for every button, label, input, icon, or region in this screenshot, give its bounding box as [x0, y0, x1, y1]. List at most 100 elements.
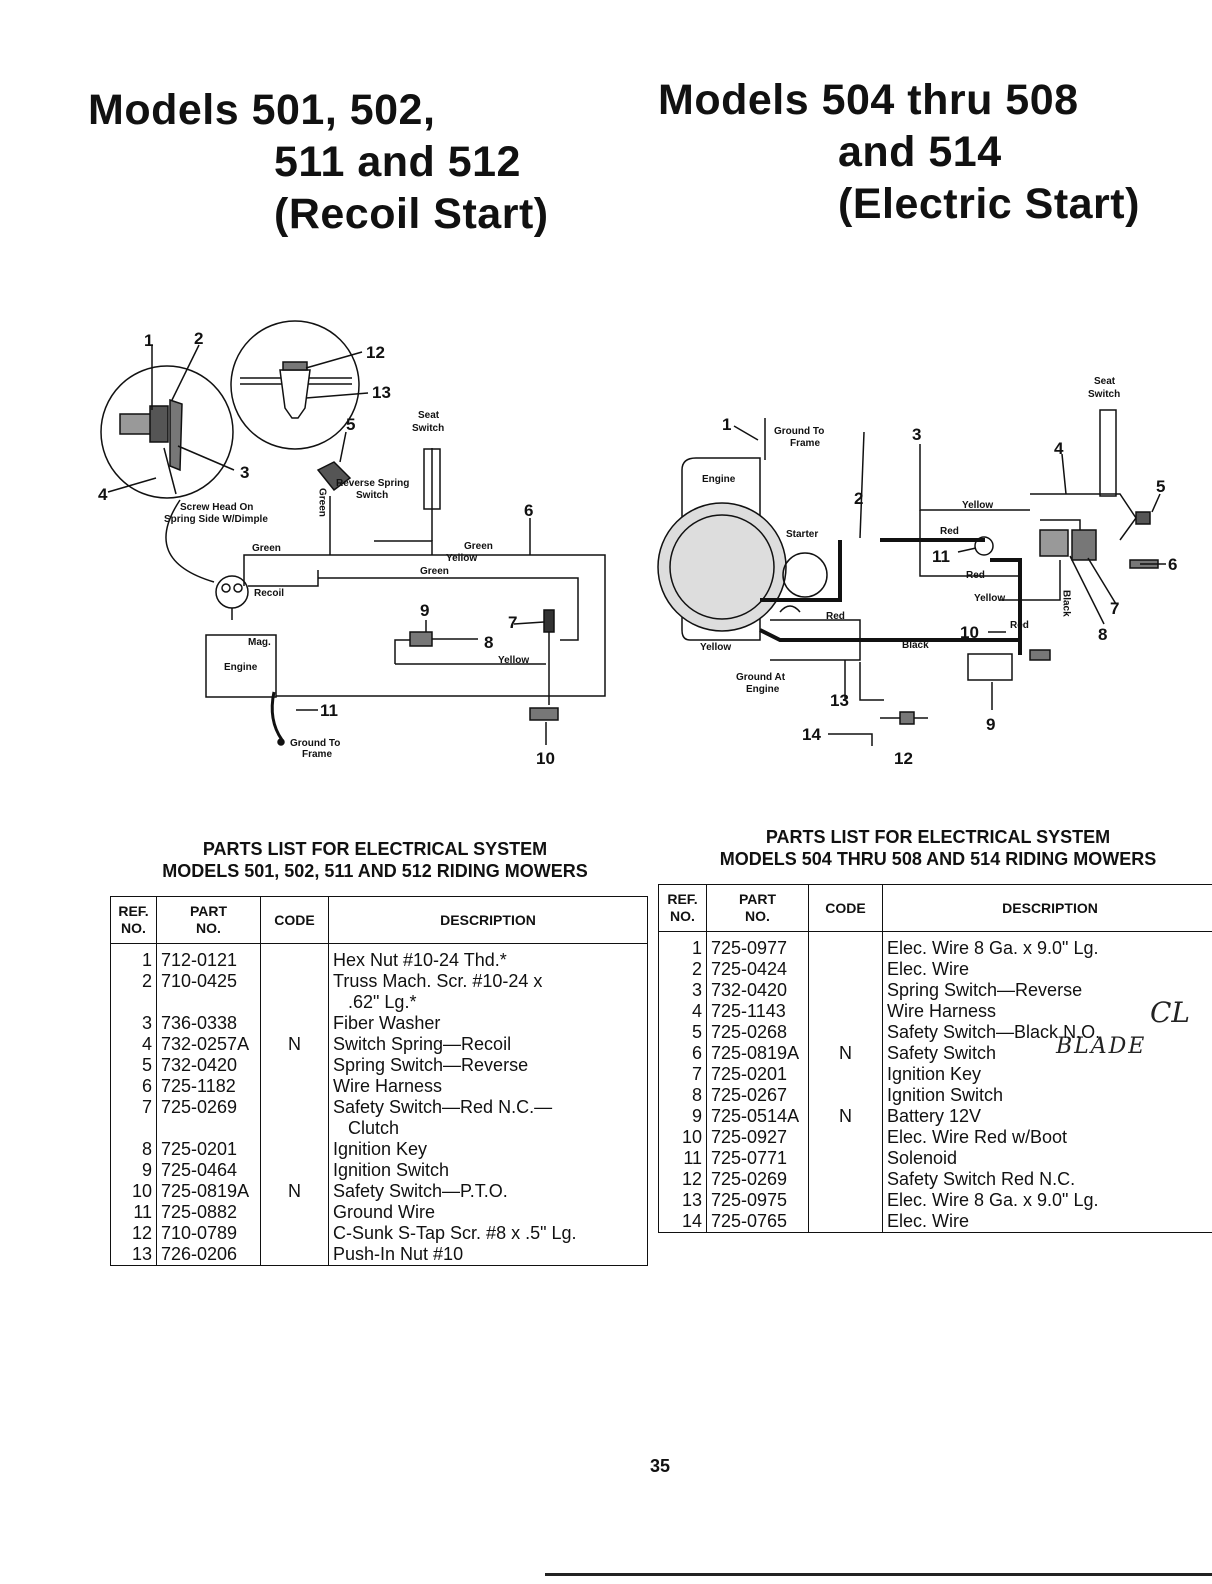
pto-switch-icon — [529, 707, 559, 721]
callout-3: 3 — [240, 463, 249, 482]
code-cell — [808, 1127, 883, 1148]
reverse-spring-label-1: Reverse Spring — [336, 478, 409, 489]
code-cell — [260, 1139, 329, 1160]
table-row: .62" Lg.* — [110, 992, 648, 1013]
callout-5: 5 — [346, 415, 355, 434]
code-cell: N — [260, 1034, 329, 1055]
callout-11: 11 — [320, 701, 338, 720]
wire-green-label-a: Green — [252, 543, 281, 554]
callout-right-7: 7 — [1110, 599, 1119, 618]
part-no-cell: 725-0267 — [706, 1085, 809, 1106]
description-cell: Ignition Key — [328, 1139, 648, 1160]
reverse-spring-label-2: Switch — [356, 490, 388, 501]
part-no-cell: 725-0514A — [706, 1106, 809, 1127]
description-cell: Wire Harness — [328, 1076, 648, 1097]
recoil-label: Recoil — [254, 588, 284, 599]
code-cell — [260, 1202, 329, 1223]
part-no-cell: 725-0201 — [706, 1064, 809, 1085]
wire-red-label-d: Red — [1010, 620, 1029, 631]
description-cell: Solenoid — [882, 1148, 1212, 1169]
part-no-cell: 725-0819A — [156, 1181, 261, 1202]
safety-switch-black-icon — [1135, 511, 1151, 525]
part-no-cell: 725-0977 — [706, 931, 809, 959]
description-cell: Truss Mach. Scr. #10-24 x — [328, 971, 648, 992]
callout-right-14: 14 — [802, 725, 821, 744]
description-cell: Safety Switch Red N.C. — [882, 1169, 1212, 1190]
part-no-cell — [156, 992, 261, 1013]
callout-right-2: 2 — [854, 489, 863, 508]
part-no-cell: 725-0269 — [156, 1097, 261, 1118]
code-cell — [808, 1211, 883, 1233]
description-header: DESCRIPTION — [328, 896, 648, 944]
wire-yellow-label-b: Yellow — [498, 655, 529, 666]
part-no-cell: 725-0464 — [156, 1160, 261, 1181]
description-cell: Fiber Washer — [328, 1013, 648, 1034]
callout-10: 10 — [536, 749, 555, 768]
part-no-cell: 712-0121 — [156, 943, 261, 971]
part-no-cell: 725-1143 — [706, 1001, 809, 1022]
seat-switch-icon — [423, 448, 441, 510]
recoil-start-wiring-diagram — [100, 320, 606, 746]
code-cell — [260, 1118, 329, 1139]
screw-head-label-2: Spring Side W/Dimple — [164, 514, 268, 525]
starter-label: Starter — [786, 529, 818, 540]
ref-cell: 8 — [110, 1139, 157, 1160]
ref-cell: 10 — [110, 1181, 157, 1202]
description-cell: Ground Wire — [328, 1202, 648, 1223]
callout-right-10: 10 — [960, 623, 979, 642]
ref-cell — [110, 1118, 157, 1139]
ref-cell: 13 — [658, 1190, 707, 1211]
part-no-cell: 732-0257A — [156, 1034, 261, 1055]
detail-arrow — [165, 499, 215, 583]
part-no-cell: 710-0425 — [156, 971, 261, 992]
wire-green-label-b: Green — [464, 541, 493, 552]
description-cell: Spring Switch—Reverse — [882, 980, 1212, 1001]
code-cell — [260, 1055, 329, 1076]
page-number: 35 — [649, 1456, 671, 1476]
ref-cell: 7 — [110, 1097, 157, 1118]
engine-label: Engine — [224, 662, 258, 673]
right-parts-title-line-2: MODELS 504 THRU 508 AND 514 RIDING MOWER… — [719, 849, 1157, 869]
code-cell — [260, 992, 329, 1013]
code-header: CODE — [260, 896, 329, 944]
callout-8: 8 — [484, 633, 493, 652]
part-no-cell: 725-0269 — [706, 1169, 809, 1190]
table-row: Clutch — [110, 1118, 648, 1139]
ground-to-frame-label-2: Frame — [790, 438, 820, 449]
callout-right-11: 11 — [932, 547, 950, 566]
ref-header-line-2: NO. — [121, 920, 146, 936]
part-no-cell: 725-0268 — [706, 1022, 809, 1043]
code-cell — [808, 959, 883, 980]
ref-cell: 12 — [658, 1169, 707, 1190]
part-header-line-2: NO. — [745, 908, 770, 924]
wire-yellow-label-right-b: Yellow — [974, 593, 1005, 604]
electric-start-labels: Seat Switch Ground To Frame Engine Start… — [700, 376, 1177, 768]
description-cell: Clutch — [328, 1118, 648, 1139]
description-cell: Safety Switch—Red N.C.— — [328, 1097, 648, 1118]
safety-switch-red-icon — [899, 711, 915, 725]
wire-yellow-label-a: Yellow — [446, 553, 477, 564]
ref-header-line-2: NO. — [670, 908, 695, 924]
handwritten-note-blade: BLADE — [1056, 1034, 1147, 1059]
code-cell — [808, 1022, 883, 1043]
description-cell: Safety Switch—Black N.O. — [882, 1022, 1212, 1043]
part-no-cell: 725-0819A — [706, 1043, 809, 1064]
ref-cell: 5 — [110, 1055, 157, 1076]
ref-cell: 1 — [110, 943, 157, 971]
ref-cell: 9 — [110, 1160, 157, 1181]
code-cell — [808, 931, 883, 959]
description-cell: Ignition Switch — [882, 1085, 1212, 1106]
callout-right-4: 4 — [1054, 439, 1064, 458]
ref-cell: 8 — [658, 1085, 707, 1106]
push-in-nut-icon — [279, 369, 311, 419]
